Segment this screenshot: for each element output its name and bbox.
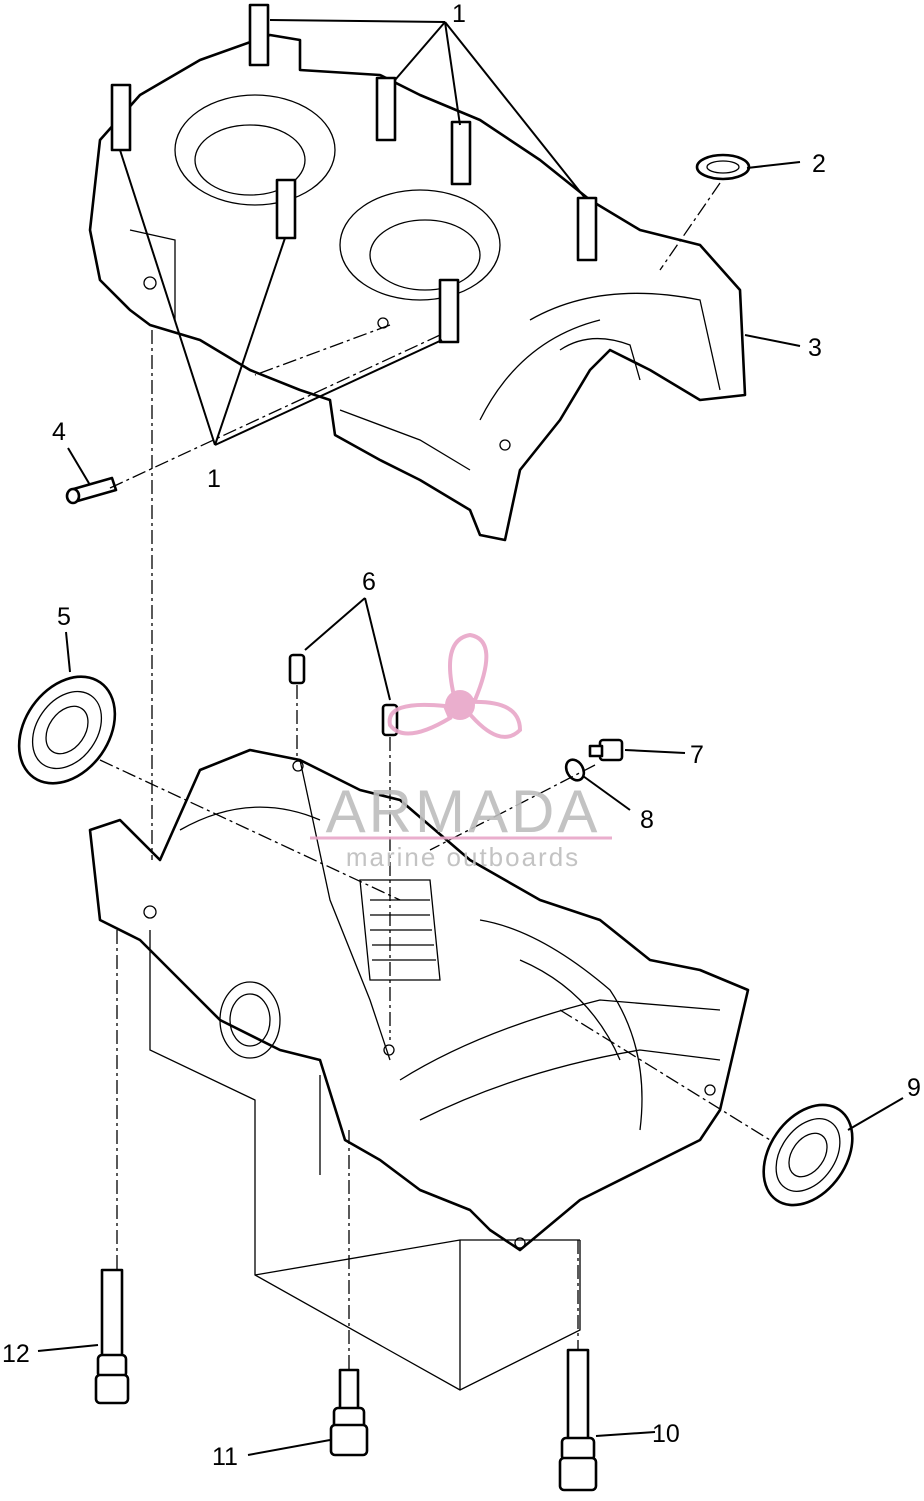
stud [110,83,132,152]
callout-1-top: 1 [452,0,466,28]
propeller-logo [387,632,523,739]
propeller-blade [387,702,453,736]
oil-seal-left-part-5 [17,675,117,785]
callout-3: 3 [808,334,822,362]
drain-plug-part-7 [588,738,624,762]
oil-seal-right-part-9 [762,1103,854,1207]
callout-1-bottom: 1 [207,465,221,493]
propeller-blade [465,699,523,739]
lower-crankcase [88,748,750,1391]
upper-crankcase [88,33,747,542]
callout-11: 11 [212,1443,238,1471]
callout-5: 5 [57,603,71,631]
washer-part-8 [564,758,586,782]
watermark: ARMADA marine outboards [310,632,612,872]
callout-10: 10 [652,1420,680,1448]
stud [275,178,297,240]
assembly-lines [99,182,771,1370]
callout-6: 6 [362,568,376,596]
pin-part-4 [65,476,118,505]
stud [576,196,598,262]
stud [438,278,460,344]
callout-2: 2 [812,150,826,178]
stud [375,76,397,142]
watermark-brand: ARMADA [326,778,601,845]
callout-7: 7 [690,741,704,769]
callout-4: 4 [52,418,66,446]
callout-9: 9 [907,1074,921,1102]
stud [248,3,270,67]
propeller-blade [448,632,489,702]
callout-12: 12 [2,1340,30,1368]
bolt-part-11 [329,1368,369,1457]
callout-8: 8 [640,806,654,834]
leader-lines [37,19,904,1456]
stud-group [110,3,598,344]
bolt-part-12 [94,1268,130,1405]
watermark-tagline: marine outboards [346,842,580,872]
callout-labels: 1 1 2 3 4 5 6 7 8 9 10 11 12 [2,0,921,1471]
stud [450,120,472,186]
plug-part-2 [695,153,751,181]
bolt-part-10 [558,1348,598,1492]
propeller-hub [445,690,475,720]
